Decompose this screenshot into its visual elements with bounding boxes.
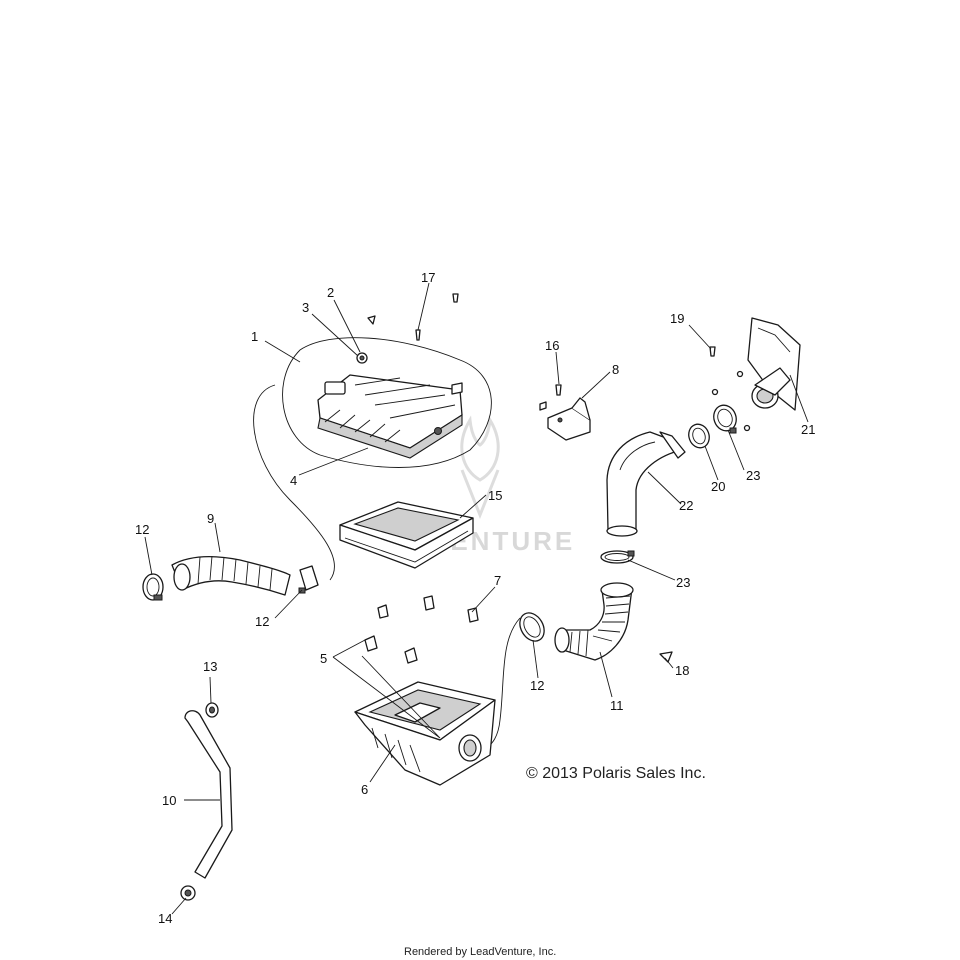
leader-lines	[144, 282, 809, 915]
assembly-1-boundary	[282, 337, 492, 468]
part-22-elbow-duct	[606, 431, 686, 537]
callout-22: 22	[679, 498, 693, 513]
callout-2: 2	[327, 285, 334, 300]
callout-13: 13	[203, 659, 217, 674]
part-8-bracket	[547, 397, 591, 441]
callout-4: 4	[290, 473, 297, 488]
part-16-bolts	[539, 384, 562, 411]
part-6-airbox-base	[354, 681, 496, 786]
part-12-clamp-left	[142, 573, 164, 601]
callout-7: 7	[494, 573, 501, 588]
part-20-clamp	[688, 423, 710, 449]
render-credit: Rendered by LeadVenture, Inc.	[404, 946, 556, 958]
callout-23-lower: 23	[676, 575, 690, 590]
callout-9: 9	[207, 511, 214, 526]
callout-18: 18	[675, 663, 689, 678]
part-2-3-grommets	[356, 315, 463, 395]
part-21-intake-housing	[747, 317, 801, 411]
part-17-screws	[415, 293, 459, 341]
part-10-drain-tube	[184, 710, 233, 879]
callout-5: 5	[320, 651, 327, 666]
callout-12-mid: 12	[530, 678, 544, 693]
callout-12-hose: 12	[255, 614, 269, 629]
callout-3: 3	[302, 300, 309, 315]
part-13-clamp	[205, 702, 219, 718]
callout-16: 16	[545, 338, 559, 353]
callout-14: 14	[158, 911, 172, 926]
part-23-clamp-lower	[600, 550, 635, 564]
part-12-clamp-mid	[519, 612, 545, 642]
assembly-link-line	[253, 384, 335, 581]
part-9-hose	[171, 555, 291, 596]
part-4-airbox-cover	[317, 374, 463, 459]
callout-20: 20	[711, 479, 725, 494]
part-12-clamp-right	[298, 565, 319, 594]
part-18-fastener	[659, 651, 673, 663]
part-7-clips	[364, 595, 479, 664]
part-23-clamp-upper	[713, 404, 737, 434]
part-14-clamp	[180, 885, 196, 901]
callout-labels: 1 2 3 4 5 6 7 8 9 10 11 12 12 12 13 14 1…	[135, 270, 815, 926]
callout-15: 15	[488, 488, 502, 503]
copyright-notice: © 2013 Polaris Sales Inc.	[526, 765, 706, 782]
callout-21: 21	[801, 422, 815, 437]
callout-1: 1	[251, 329, 258, 344]
callout-23-upper: 23	[746, 468, 760, 483]
callout-12-left: 12	[135, 522, 149, 537]
callout-8: 8	[612, 362, 619, 377]
callout-10: 10	[162, 793, 176, 808]
callout-17: 17	[421, 270, 435, 285]
watermark-logo	[460, 415, 500, 520]
callout-6: 6	[361, 782, 368, 797]
part-11-bellow-duct	[554, 582, 634, 661]
callout-11: 11	[610, 698, 624, 713]
part-15-air-filter	[339, 501, 474, 569]
part-19-screws	[709, 346, 751, 432]
callout-19: 19	[670, 311, 684, 326]
